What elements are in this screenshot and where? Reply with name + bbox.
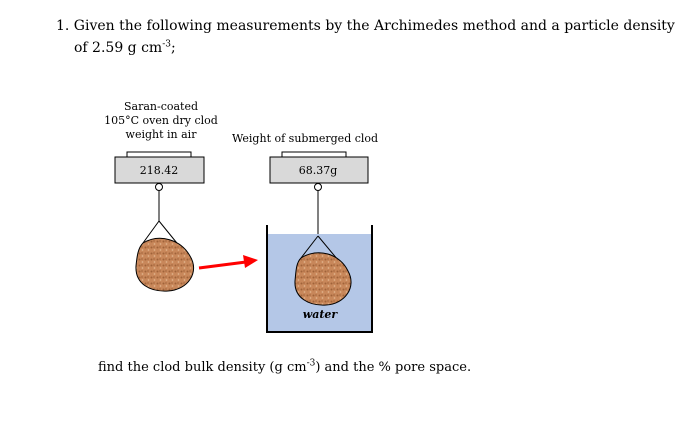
left-label-line-3: weight in air xyxy=(125,128,197,141)
right-scale-top xyxy=(281,151,347,158)
left-label-line-2: 105°C oven dry clod xyxy=(104,114,218,127)
question-line-2-suffix: ; xyxy=(171,40,176,56)
left-scale-top xyxy=(126,151,192,158)
water-label: water xyxy=(303,308,339,321)
right-scale-reading: 68.37g xyxy=(299,164,338,177)
left-clod xyxy=(135,238,195,292)
right-scale: 68.37g xyxy=(269,151,369,236)
bottom-prefix: find the clod bulk density (g cm xyxy=(98,360,307,375)
bottom-suffix: ) and the % pore space. xyxy=(315,360,472,375)
left-scale: 218.42 xyxy=(114,151,205,292)
left-scale-reading: 218.42 xyxy=(140,164,179,177)
transfer-arrow xyxy=(198,255,258,270)
left-scale-label: Saran-coated 105°C oven dry clod weight … xyxy=(97,100,225,142)
right-scale-body xyxy=(269,156,369,184)
question-line-2-sup: -3 xyxy=(162,39,171,50)
water-beaker: water xyxy=(266,225,373,333)
bottom-question: find the clod bulk density (g cm-3) and … xyxy=(98,358,472,375)
question-line-2: of 2.59 g cm-3; xyxy=(74,40,176,56)
submerged-clod xyxy=(294,252,352,306)
right-string-branch-left xyxy=(300,235,319,259)
left-string-branch-left xyxy=(142,220,160,244)
left-hook-icon xyxy=(155,183,163,191)
arrow-head-icon xyxy=(243,255,258,268)
question-line-1: 1. Given the following measurements by t… xyxy=(56,18,675,34)
beaker-walls xyxy=(266,225,373,333)
right-scale-label: Weight of submerged clod xyxy=(232,132,379,145)
question-line-2-prefix: of 2.59 g cm xyxy=(74,40,163,56)
bottom-sup: -3 xyxy=(306,358,316,369)
left-scale-body xyxy=(114,156,205,184)
arrow-shaft xyxy=(198,260,247,270)
right-hook-icon xyxy=(314,183,322,191)
left-label-line-1: Saran-coated xyxy=(123,100,199,113)
